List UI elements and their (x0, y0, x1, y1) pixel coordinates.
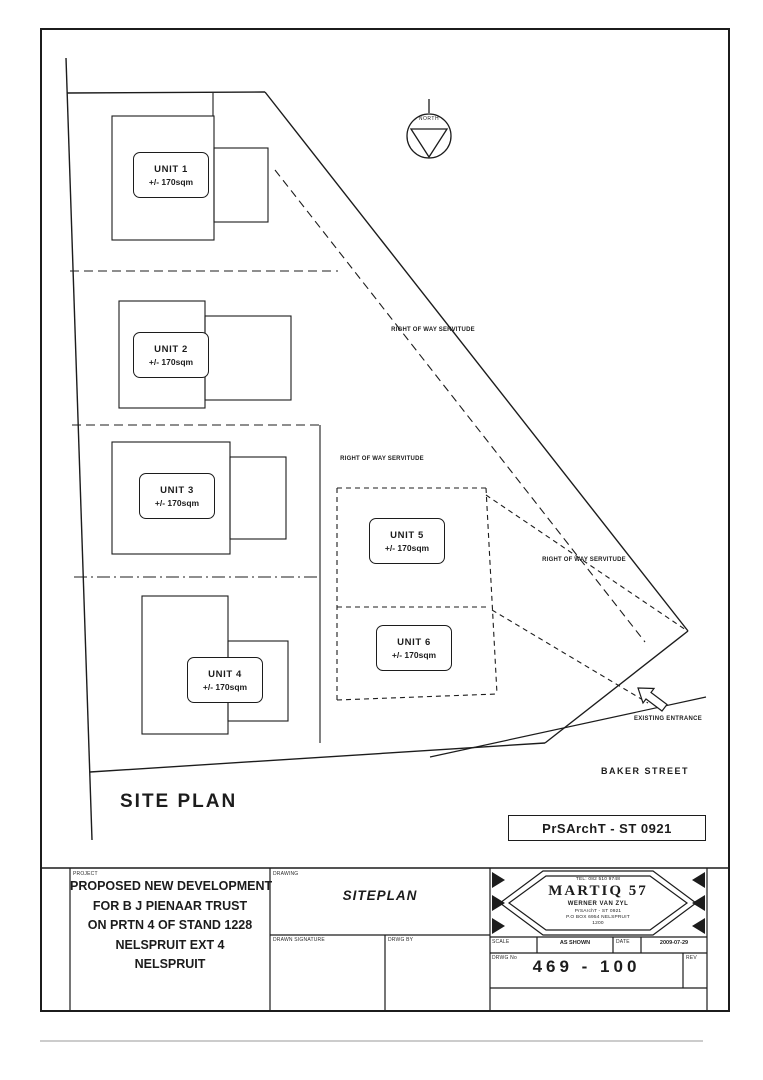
unit-6-label: UNIT 6 +/- 170sqm (376, 625, 452, 671)
unit-area: +/- 170sqm (148, 356, 194, 367)
project-line: ON PRTN 4 OF STAND 1228 (87, 918, 253, 932)
scale-label: SCALE (492, 939, 510, 945)
drawing-cell-label: DRAWING (273, 871, 299, 877)
unit-3-label: UNIT 3 +/- 170sqm (139, 473, 215, 519)
project-description: PROPOSED NEW DEVELOPMENT FOR B J PIENAAR… (70, 877, 273, 975)
registration-stamp: PrSArchT - ST 0921 (508, 815, 706, 841)
unit-name: UNIT 4 (208, 668, 242, 680)
title-block-grid (41, 867, 729, 1011)
servitude-lines (70, 169, 687, 743)
unit-name: UNIT 1 (154, 163, 188, 175)
drawing-number-label: DRWG No (492, 955, 517, 961)
unit-area: +/- 170sqm (384, 542, 430, 553)
existing-entrance-label: EXISTING ENTRANCE (633, 716, 703, 722)
firm-tel: TEL: 082 510 9748 (575, 877, 621, 882)
project-cell-label: PROJECT (73, 871, 98, 877)
firm-principal: WERNER VAN ZYL (567, 901, 629, 907)
unit-name: UNIT 5 (390, 529, 424, 541)
property-boundary (65, 57, 707, 841)
unit-name: UNIT 6 (397, 636, 431, 648)
firm-address: P.O BOX 6954 NELSPRUIT (566, 915, 630, 920)
rev-label: REV (686, 955, 697, 961)
unit-area: +/- 170sqm (391, 649, 437, 660)
entrance-arrow-icon (637, 687, 668, 712)
checked-by-label: DRWG BY (388, 937, 414, 943)
unit-area: +/- 170sqm (202, 681, 248, 692)
site-plan-title: SITE PLAN (120, 791, 238, 812)
project-line: PROPOSED NEW DEVELOPMENT (70, 879, 273, 893)
drawing-number: 469 - 100 (532, 957, 641, 976)
date-label: DATE (616, 939, 630, 945)
unit-name: UNIT 3 (160, 484, 194, 496)
unit-1-label: UNIT 1 +/- 170sqm (133, 152, 209, 198)
firm-postal-code: 1200 (592, 921, 604, 926)
unit-4-label: UNIT 4 +/- 170sqm (187, 657, 263, 703)
north-label: NORTH (418, 116, 440, 122)
drawn-signature-label: DRAWN SIGNATURE (273, 937, 325, 943)
unit-area: +/- 170sqm (154, 497, 200, 508)
unit-5-label: UNIT 5 +/- 170sqm (369, 518, 445, 564)
project-line: NELSPRUIT (134, 957, 206, 971)
project-line: NELSPRUIT EXT 4 (115, 937, 225, 952)
unit-area: +/- 170sqm (148, 176, 194, 187)
project-line: FOR B J PIENAAR TRUST (92, 898, 248, 913)
unit-2-label: UNIT 2 +/- 170sqm (133, 332, 209, 378)
scale-value: AS SHOWN (559, 940, 591, 946)
drawing-title: SITEPLAN (342, 888, 418, 903)
servitude-label-3: RIGHT OF WAY SERVITUDE (542, 557, 626, 563)
servitude-label-1: RIGHT OF WAY SERVITUDE (391, 327, 475, 333)
logo-corner-ornaments (492, 872, 705, 934)
servitude-label-2: RIGHT OF WAY SERVITUDE (340, 456, 424, 462)
unit-name: UNIT 2 (154, 343, 188, 355)
date-value: 2009-07-29 (659, 940, 689, 946)
firm-logo-diamond (492, 870, 705, 936)
firm-registration: PrSArchT - ST 0921 (574, 909, 622, 914)
baker-street-label: BAKER STREET (600, 766, 689, 776)
firm-name: MARTIQ 57 (548, 883, 648, 899)
north-arrow-icon (406, 99, 452, 159)
